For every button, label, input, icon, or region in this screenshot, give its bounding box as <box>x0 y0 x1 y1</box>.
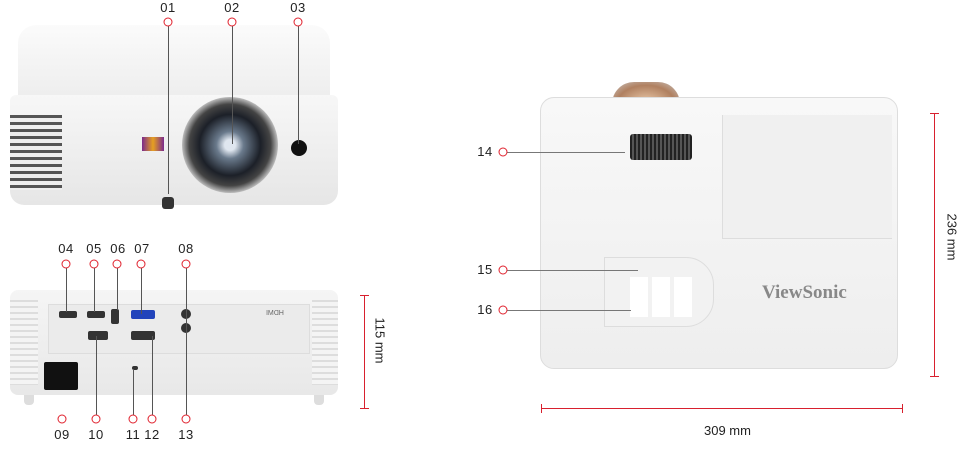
brand-logo-icon <box>142 137 164 151</box>
callout-label: 04 <box>58 241 74 256</box>
callout-marker <box>163 17 173 27</box>
hdmi-1-port <box>59 311 77 318</box>
callout-label: 02 <box>224 0 240 15</box>
callout-marker <box>498 265 508 275</box>
callout-marker <box>181 414 191 424</box>
callout-marker <box>128 414 138 424</box>
hdmi-2-port <box>87 311 105 318</box>
callout-marker <box>57 414 67 424</box>
callout-label: 16 <box>477 302 493 317</box>
projector-front-view <box>10 25 338 209</box>
height-dimension-line <box>364 295 365 409</box>
callout-marker <box>227 17 237 27</box>
callout-label: 06 <box>110 241 126 256</box>
callout-marker <box>498 305 508 315</box>
callout-marker <box>147 414 157 424</box>
callout-marker <box>91 414 101 424</box>
height-dimension-label: 115 mm <box>372 317 388 364</box>
callout-label: 05 <box>86 241 102 256</box>
callout-marker <box>112 259 122 269</box>
callout-marker <box>136 259 146 269</box>
depth-dimension-label: 236 mm <box>944 213 960 261</box>
callout-label: 03 <box>290 0 306 15</box>
security-lock-slot <box>132 366 138 370</box>
width-dimension-line <box>541 408 903 409</box>
projector-rear-view: HDMI <box>10 290 338 406</box>
hdmi-logo: HDMI <box>266 310 284 317</box>
callout-marker <box>181 259 191 269</box>
power-socket <box>44 362 78 390</box>
callout-label: 12 <box>144 427 160 442</box>
callout-label: 15 <box>477 262 493 277</box>
callout-label: 09 <box>54 427 70 442</box>
callout-label: 11 <box>125 427 141 442</box>
callout-label: 07 <box>134 241 150 256</box>
callout-marker <box>498 147 508 157</box>
usb-port <box>111 309 119 324</box>
callout-marker <box>89 259 99 269</box>
callout-label: 14 <box>477 144 493 159</box>
focus-ring[interactable] <box>630 134 692 160</box>
callout-label: 10 <box>88 427 104 442</box>
brand-logo: ViewSonic <box>762 282 847 303</box>
rs232-port <box>88 331 108 340</box>
depth-dimension-line <box>934 113 935 377</box>
callout-marker <box>61 259 71 269</box>
projector-top-view: ViewSonic <box>540 82 898 370</box>
callout-marker <box>293 17 303 27</box>
callout-label: 08 <box>178 241 194 256</box>
ir-sensor <box>291 140 307 156</box>
callout-label: 01 <box>160 0 176 15</box>
width-dimension-label: 309 mm <box>704 423 751 438</box>
vga-out-port <box>131 331 155 340</box>
vga-in-port <box>131 310 155 319</box>
lens <box>182 97 278 193</box>
callout-label: 13 <box>178 427 194 442</box>
